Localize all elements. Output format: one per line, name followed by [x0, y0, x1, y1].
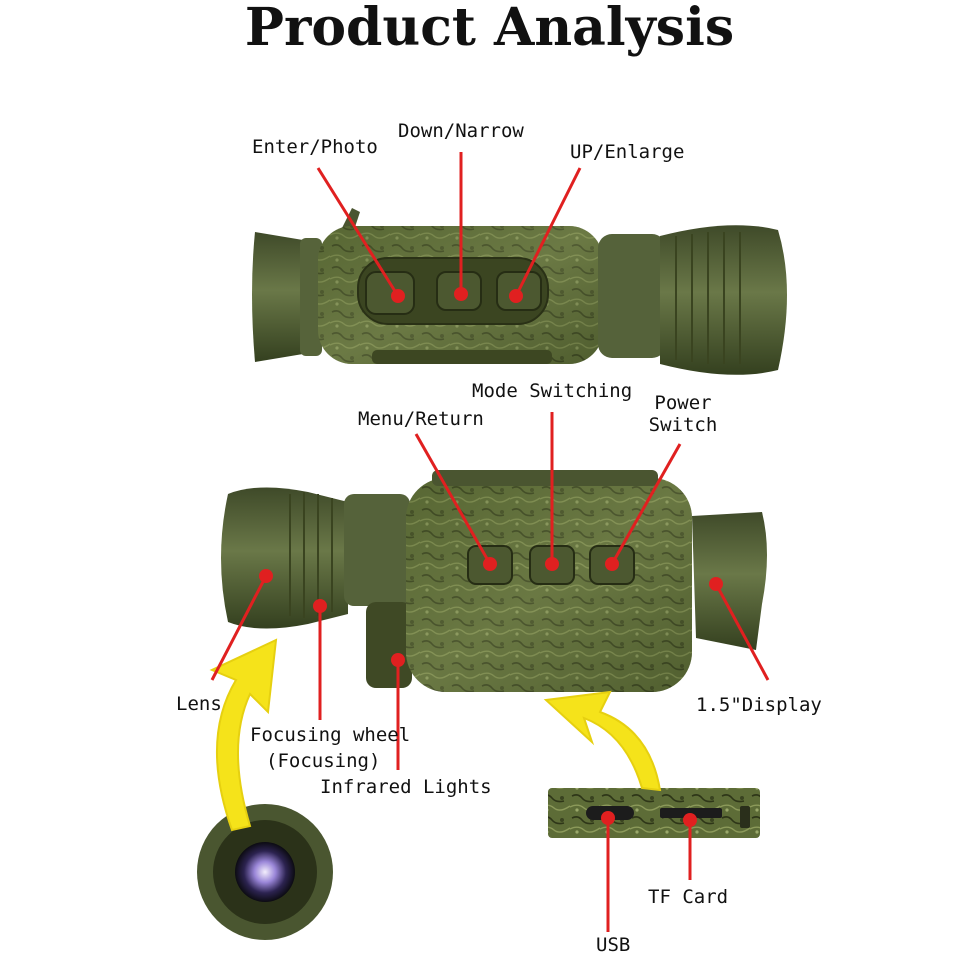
- top-grip-ridges: [372, 350, 552, 364]
- label-menu-return: Menu/Return: [358, 408, 484, 430]
- up-enlarge-line: [514, 167, 582, 297]
- lens-yellow-arrow: [209, 638, 278, 832]
- page-title: Product Analysis: [244, 0, 735, 58]
- display-eyecup: [692, 512, 767, 650]
- infrared-housing: [366, 602, 412, 688]
- label-mode-switching: Mode Switching: [472, 380, 633, 402]
- pointer-dots: [259, 287, 723, 827]
- port-closeup: [548, 788, 760, 838]
- label-power-switch-line1: Power: [654, 392, 712, 414]
- bottom-top-ridge: [432, 470, 658, 486]
- lens-closeup: [197, 804, 333, 940]
- power-switch-line: [610, 443, 682, 565]
- bottom-device: [221, 470, 767, 692]
- label-infrared-lights: Infrared Lights: [320, 776, 492, 798]
- label-down-narrow: Down/Narrow: [398, 120, 524, 142]
- top-eyecup-ring: [300, 238, 322, 356]
- ports-yellow-arrow: [543, 690, 662, 792]
- port-panel: [548, 788, 760, 838]
- top-objective-grooves: [675, 232, 741, 364]
- lens-line: [210, 575, 268, 681]
- pointer-lines: [210, 152, 770, 932]
- enter-photo-button[interactable]: [365, 271, 415, 315]
- enter-photo-line: [316, 167, 400, 297]
- label-up-enlarge: UP/Enlarge: [570, 141, 685, 163]
- label-power-switch: Power Switch: [640, 392, 726, 436]
- tf-card-slot[interactable]: [660, 808, 722, 818]
- label-tf-card: TF Card: [648, 886, 729, 908]
- label-lens: Lens: [176, 693, 222, 715]
- focusing-wheel[interactable]: [344, 494, 410, 606]
- label-focusing-wheel-line1: Focusing wheel: [250, 724, 411, 746]
- focus-ring-grooves: [289, 492, 333, 618]
- port-cover: [740, 806, 750, 828]
- bottom-objective: [221, 487, 348, 629]
- menu-return-line: [414, 433, 492, 565]
- top-collar: [598, 234, 666, 358]
- top-device: [252, 208, 787, 375]
- label-enter-photo: Enter/Photo: [252, 136, 378, 158]
- label-power-switch-line2: Switch: [648, 414, 718, 436]
- label-focusing-wheel-line2: (Focusing): [266, 750, 381, 772]
- label-usb: USB: [596, 934, 631, 956]
- label-display: 1.5"Display: [696, 694, 822, 716]
- display-line: [714, 583, 770, 681]
- lens-glass: [235, 842, 295, 902]
